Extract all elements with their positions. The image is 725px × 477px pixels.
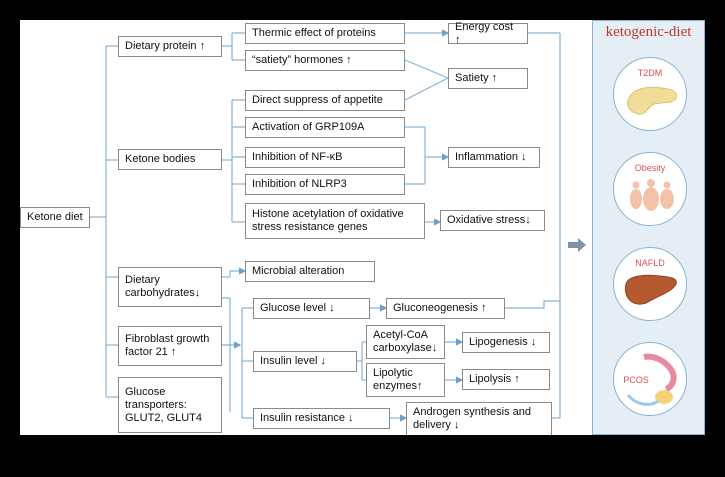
- androgen-node: Androgen synthesis and delivery ↓: [406, 402, 552, 435]
- insulin-level-node: Insulin level ↓: [253, 351, 357, 372]
- lipolytic-enzymes-node: Lipolytic enzymes↑: [366, 363, 445, 397]
- liver-icon: [624, 274, 677, 305]
- dietary-protein-node: Dietary protein ↑: [118, 36, 222, 57]
- ketone-bodies-node: Ketone bodies: [118, 149, 222, 170]
- t2dm-circle: T2DM: [613, 57, 687, 131]
- dietary-carbohydrates-node: Dietary carbohydrates↓: [118, 267, 222, 307]
- lipogenesis-node: Lipogenesis ↓: [462, 332, 550, 353]
- obesity-circle: Obesity: [613, 152, 687, 226]
- microbial-alteration-node: Microbial alteration: [245, 261, 375, 282]
- acetyl-coa-node: Acetyl-CoA carboxylase↓: [366, 325, 445, 359]
- nafld-circle: NAFLD: [613, 247, 687, 321]
- thermic-effect-node: Thermic effect of proteins: [245, 23, 405, 44]
- lipolysis-node: Lipolysis ↑: [462, 369, 550, 390]
- ketogenic-diet-panel: ketogenic-diet T2DM Obesity NAFLD: [592, 20, 705, 435]
- pancreas-icon: [627, 86, 677, 115]
- satiety-node: Satiety ↑: [448, 68, 528, 89]
- grp109a-node: Activation of GRP109A: [245, 117, 405, 138]
- ketone-diet-node: Ketone diet: [20, 207, 90, 228]
- obesity-label: Obesity: [634, 163, 666, 173]
- pcos-circle: PCOS: [613, 342, 687, 416]
- panel-title: ketogenic-diet: [605, 24, 692, 40]
- gluconeogenesis-node: Gluconeogenesis ↑: [386, 298, 505, 319]
- glucose-transporters-node: Glucose transporters: GLUT2, GLUT4: [118, 377, 222, 433]
- glucose-level-node: Glucose level ↓: [253, 298, 370, 319]
- nfkb-node: Inhibition of NF-κB: [245, 147, 405, 168]
- body-figures-icon: [630, 179, 674, 211]
- t2dm-label: T2DM: [637, 68, 663, 78]
- pcos-label: PCOS: [623, 375, 649, 385]
- fgf21-node: Fibroblast growth factor 21 ↑: [118, 326, 222, 366]
- satiety-hormones-node: “satiety” hormones ↑: [245, 50, 405, 71]
- histone-acetylation-node: Histone acetylation of oxidative stress …: [245, 203, 425, 239]
- nafld-label: NAFLD: [635, 258, 665, 268]
- diagram-canvas: Ketone diet Dietary protein ↑ Ketone bod…: [20, 20, 705, 435]
- insulin-resistance-node: Insulin resistance ↓: [253, 408, 390, 429]
- ovary-icon: [626, 353, 677, 406]
- nlrp3-node: Inhibition of NLRP3: [245, 174, 405, 195]
- energy-cost-node: Energy cost ↑: [448, 21, 528, 46]
- direct-suppress-node: Direct suppress of appetite: [245, 90, 405, 111]
- oxidative-stress-node: Oxidative stress↓: [440, 210, 545, 231]
- inflammation-node: Inflammation ↓: [448, 147, 540, 168]
- connector-lines: [90, 29, 586, 422]
